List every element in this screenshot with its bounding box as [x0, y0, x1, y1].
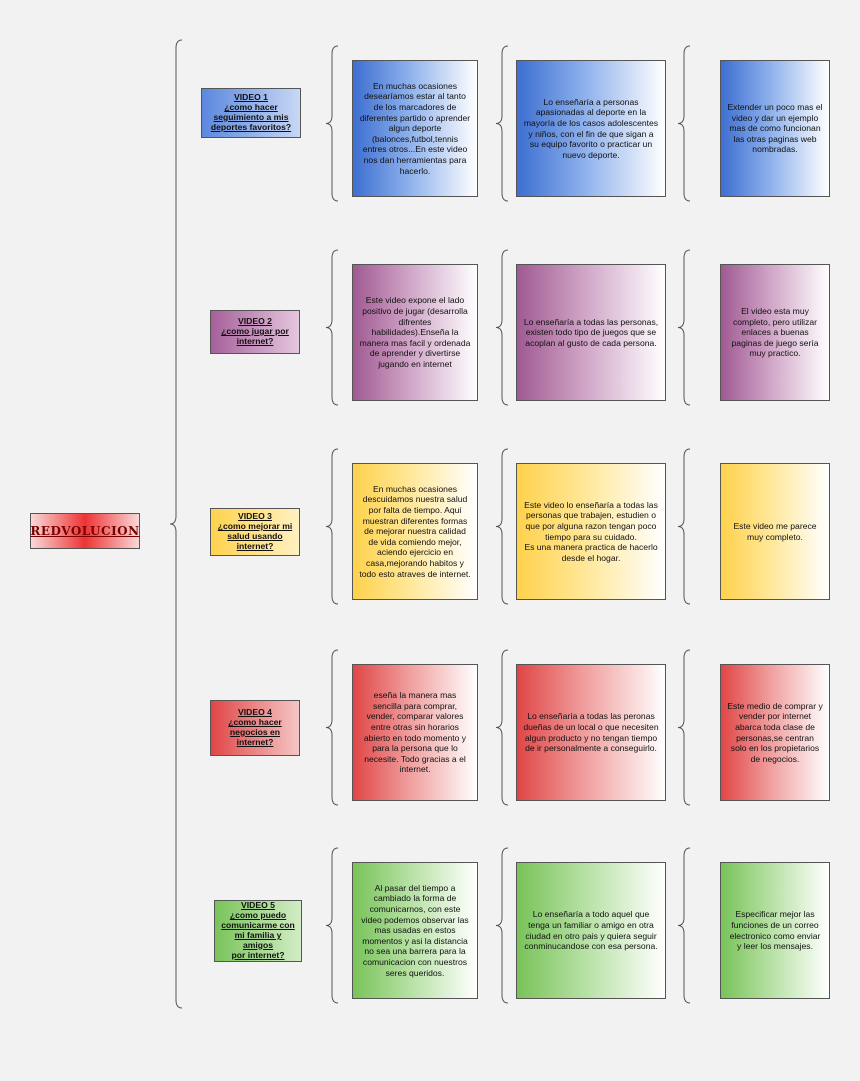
video-title-line: internet?: [236, 335, 274, 346]
video-2-suggestion-box[interactable]: El video esta muy completo, pero utiliza…: [720, 264, 830, 401]
row-5-brace-c: [677, 847, 691, 1004]
video-title-line: ¿como puedo: [229, 910, 287, 921]
video-5-description-box[interactable]: Al pasar del tiempo a cambiado la forma …: [352, 862, 478, 999]
description-text: En muchas ocasiones desearíamos estar al…: [359, 80, 471, 176]
suggestion-text: Extender un poco mas el video y dar un e…: [727, 101, 823, 155]
description-text: eseña la manera mas sencilla para compra…: [363, 689, 467, 775]
row-3-brace-a: [325, 448, 339, 605]
video-3-description-box[interactable]: En muchas ocasiones descuidamos nuestra …: [352, 463, 478, 600]
suggestion-text: Este video me parece muy completo.: [733, 520, 817, 542]
audience-text: Lo enseñaría a personas apasionadas al d…: [523, 96, 659, 160]
audience-text: Lo enseñaría a todas las personas, exist…: [523, 316, 659, 348]
video-title-line: salud usando: [227, 531, 283, 541]
row-1-brace-b: [495, 45, 509, 202]
video-title-line: ¿como mejorar mi: [217, 521, 293, 532]
video-4-suggestion-box[interactable]: Este medio de comprar y vender por inter…: [720, 664, 830, 801]
description-text: En muchas ocasiones descuidamos nuestra …: [359, 483, 471, 579]
root-label: REDVOLUCION: [30, 524, 140, 538]
video-5-audience-box[interactable]: Lo enseñaría a todo aquel que tenga un f…: [516, 862, 666, 999]
suggestion-text: El video esta muy completo, pero utiliza…: [731, 305, 819, 359]
row-2-brace-c: [677, 249, 691, 406]
video-title-line: VIDEO 1: [234, 92, 268, 103]
row-2-brace-a: [325, 249, 339, 406]
row-3-brace-c: [677, 448, 691, 605]
suggestion-text: Especificar mejor las funciones de un co…: [729, 909, 821, 952]
video-title-line: comunicarme con: [221, 920, 295, 931]
video-title-line: VIDEO 3: [238, 511, 272, 522]
row-2-brace-b: [495, 249, 509, 406]
video-2-description-box[interactable]: Este video expone el lado positivo de ju…: [352, 264, 478, 401]
video-1-audience-box[interactable]: Lo enseñaría a personas apasionadas al d…: [516, 60, 666, 197]
audience-text: Lo enseñaría a todas las peronas dueñas …: [523, 711, 659, 754]
video-title-line: VIDEO 5: [241, 900, 275, 911]
video-title-line: internet?: [236, 540, 274, 551]
video-title-line: seguimiento a mis: [213, 112, 289, 122]
root-node[interactable]: REDVOLUCION: [30, 513, 140, 549]
video-1-suggestion-box[interactable]: Extender un poco mas el video y dar un e…: [720, 60, 830, 197]
suggestion-text: Este medio de comprar y vender por inter…: [727, 700, 823, 764]
row-4-brace-b: [495, 649, 509, 806]
row-1-brace-a: [325, 45, 339, 202]
video-title-line: ¿como hacer: [224, 102, 278, 113]
row-1-brace-c: [677, 45, 691, 202]
main-brace: [169, 39, 183, 1009]
video-4-description-box[interactable]: eseña la manera mas sencilla para compra…: [352, 664, 478, 801]
video-title-line: ¿como hacer: [228, 717, 282, 728]
description-text: Este video expone el lado positivo de ju…: [359, 295, 471, 370]
video-1-description-box[interactable]: En muchas ocasiones desearíamos estar al…: [352, 60, 478, 197]
video-3-audience-box[interactable]: Este video lo enseñaría a todas las pers…: [516, 463, 666, 600]
audience-text: Lo enseñaría a todo aquel que tenga un f…: [524, 909, 658, 952]
video-5-suggestion-box[interactable]: Especificar mejor las funciones de un co…: [720, 862, 830, 999]
video-2-audience-box[interactable]: Lo enseñaría a todas las personas, exist…: [516, 264, 666, 401]
video-title-line: ¿como jugar por: [221, 326, 289, 337]
video-title-line: negocios en: [229, 727, 281, 737]
row-4-brace-a: [325, 649, 339, 806]
row-3-brace-b: [495, 448, 509, 605]
video-4-audience-box[interactable]: Lo enseñaría a todas las peronas dueñas …: [516, 664, 666, 801]
video-title-line: internet?: [236, 736, 274, 747]
row-4-brace-c: [677, 649, 691, 806]
video-title-line: VIDEO 4: [238, 707, 272, 718]
row-5-brace-a: [325, 847, 339, 1004]
row-5-brace-b: [495, 847, 509, 1004]
audience-text: Este video lo enseñaría a todas las pers…: [524, 499, 658, 563]
video-title-line: por internet?: [231, 949, 285, 960]
description-text: Al pasar del tiempo a cambiado la forma …: [361, 882, 469, 978]
video-title-line: deportes favoritos?: [210, 121, 292, 132]
video-title-line: VIDEO 2: [238, 316, 272, 327]
video-3-suggestion-box[interactable]: Este video me parece muy completo.: [720, 463, 830, 600]
video-title-line: mi familia y amigos: [234, 930, 282, 950]
